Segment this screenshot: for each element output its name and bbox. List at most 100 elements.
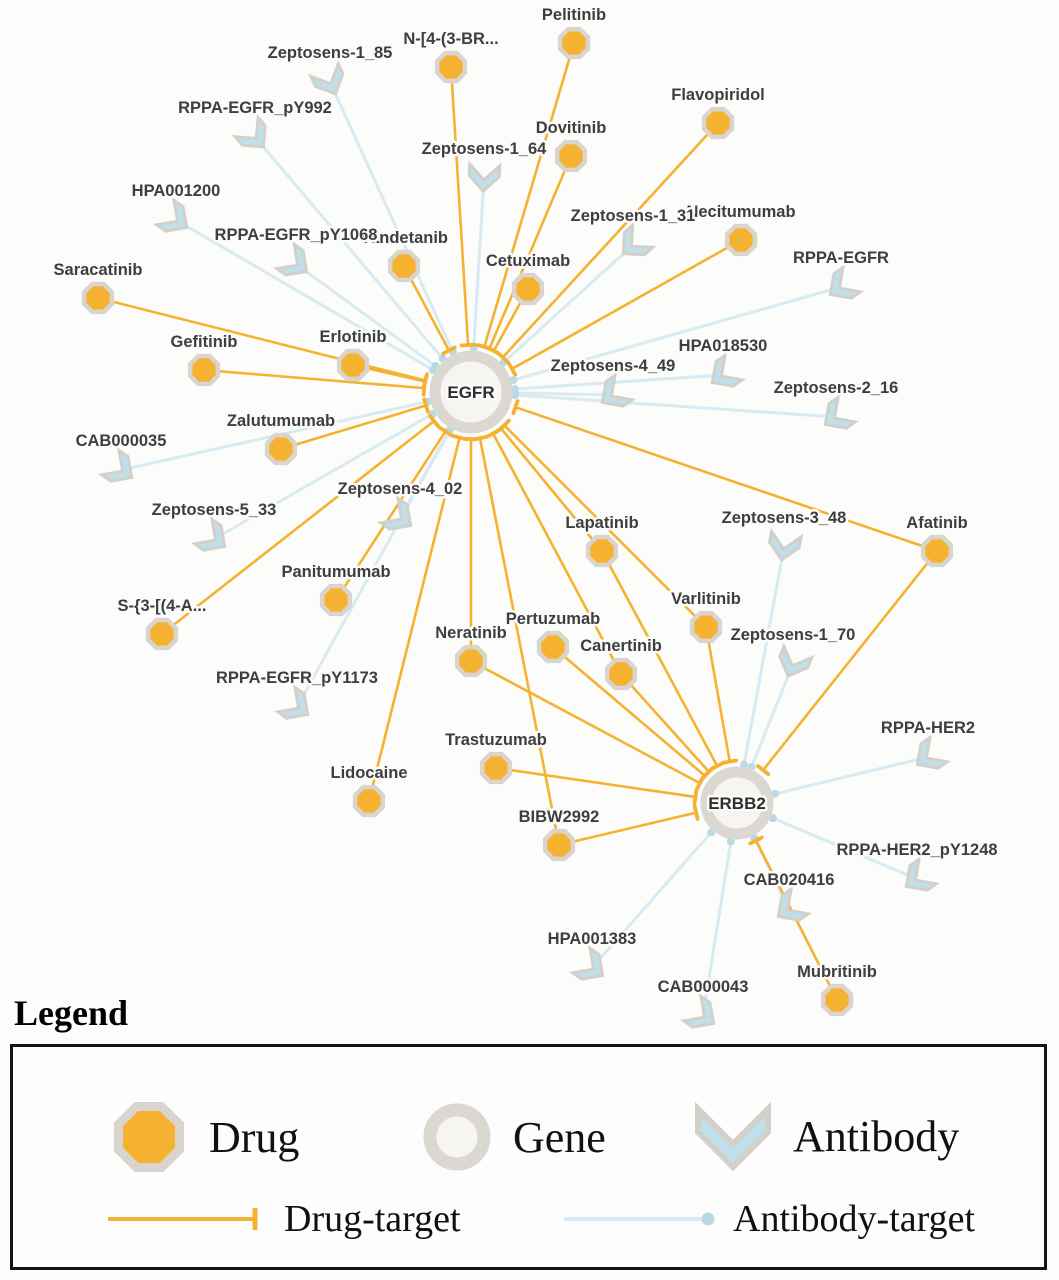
drug-octagon [319, 583, 353, 617]
antibody-node-rppa-egfr[interactable] [822, 263, 865, 306]
drug-edge-tee [471, 434, 489, 442]
gene-node-ERBB2[interactable] [700, 766, 774, 840]
antibody-chevron [621, 221, 657, 257]
antibody-target-edge [774, 755, 929, 796]
drug-node-s3a[interactable] [145, 617, 179, 651]
drug-label: Erlotinib [320, 328, 387, 346]
antibody-label: RPPA-EGFR_pY992 [178, 99, 332, 117]
antibody-target-edge [295, 429, 452, 708]
antibody-node-hpa001383[interactable] [568, 944, 612, 987]
drug-label: Gefitinib [171, 333, 238, 351]
node-layer [81, 26, 954, 1035]
antibody-label: RPPA-EGFR_pY1068 [215, 226, 378, 244]
drug-node-pelitinib[interactable] [557, 26, 591, 60]
antibody-label: HPA018530 [679, 337, 768, 355]
drug-target-edge [491, 432, 623, 675]
drug-edge-tee [511, 399, 520, 416]
antibody-node-cab020416[interactable] [770, 885, 813, 928]
drug-label: Pertuzumab [506, 610, 600, 628]
network-canvas[interactable]: EGFRERBB2PelitinibN-[4-(3-BR...Flavopiri… [0, 0, 1059, 1040]
drug-target-edge [97, 296, 426, 382]
drug-node-neratinib[interactable] [454, 644, 488, 678]
drug-node-necitumumab[interactable] [724, 223, 758, 257]
drug-node-canertinib[interactable] [604, 657, 638, 691]
drug-node-mubritinib[interactable] [820, 983, 854, 1017]
antibody-label: Zeptosens-1_31 [571, 207, 696, 225]
drug-target-edge [511, 238, 742, 371]
antibody-target-edge [472, 177, 486, 349]
drug-node-lidocaine[interactable] [352, 784, 386, 818]
legend-antibody-label: Antibody [793, 1111, 960, 1161]
drug-label: Afatinib [906, 514, 967, 532]
antibody-node-zeptosens-3_48[interactable] [767, 527, 804, 563]
drug-node-cetuximab[interactable] [511, 272, 545, 306]
antibody-chevron [778, 642, 815, 679]
antibody-label: RPPA-EGFR_pY1173 [216, 669, 378, 687]
antibody-label: Zeptosens-1_70 [731, 626, 856, 644]
drug-node-dovitinib[interactable] [554, 139, 588, 173]
antibody-target-edge [295, 262, 437, 368]
drug-node-trastuzumab[interactable] [479, 751, 513, 785]
drug-node-bibw2992[interactable] [542, 828, 576, 862]
antibody-chevron [272, 240, 309, 277]
antibody-node-zeptosens-1_85[interactable] [308, 60, 349, 100]
antibody-node-rppa-egfr_py1173[interactable] [273, 683, 317, 726]
antibody-chevron [190, 515, 227, 552]
antibody-node-hpa001200[interactable] [152, 196, 196, 239]
drug-octagon [724, 223, 758, 257]
drug-target-edge [501, 122, 719, 359]
antibody-node-zeptosens-1_31[interactable] [613, 221, 657, 265]
drug-label: S-{3-[(4-A... [118, 597, 207, 615]
antibody-label: Zeptosens-3_48 [722, 509, 847, 527]
drug-node-zalutumumab[interactable] [264, 432, 298, 466]
drug-octagon [145, 617, 179, 651]
drug-node-panitumumab[interactable] [319, 583, 353, 617]
drug-node-vandetanib[interactable] [387, 249, 421, 283]
drug-octagon [536, 630, 570, 664]
drug-node-erlotinib[interactable] [336, 348, 370, 382]
drug-node-gefitinib[interactable] [187, 353, 221, 387]
drug-edge-tee [422, 397, 430, 414]
drug-octagon [820, 983, 854, 1017]
antibody-node-rppa-egfr_py992[interactable] [231, 113, 275, 156]
gene-node-EGFR[interactable] [429, 350, 513, 434]
antibody-node-zeptosens-5_33[interactable] [190, 515, 234, 558]
drug-target-edge [334, 430, 447, 601]
antibody-node-zeptosens-1_64[interactable] [467, 160, 502, 194]
drug-octagon [920, 534, 954, 568]
antibody-node-cab000043[interactable] [679, 992, 723, 1035]
drug-node-varlitinib[interactable] [689, 610, 723, 644]
antibody-label: HPA001383 [548, 930, 637, 948]
antibody-node-zeptosens-1_70[interactable] [774, 642, 815, 681]
antibody-node-hpa018530[interactable] [704, 351, 747, 394]
drug-octagon [434, 50, 468, 84]
antibody-node-zeptosens-4_02[interactable] [376, 494, 420, 537]
legend-drug-target-label: Drug-target [284, 1198, 461, 1240]
antibody-target-edge [175, 218, 434, 372]
antibody-node-zeptosens-4_49[interactable] [594, 371, 637, 414]
label-layer: EGFRERBB2PelitinibN-[4-(3-BR...Flavopiri… [51, 4, 1000, 999]
antibody-node-cab000035[interactable] [97, 446, 141, 489]
antibody-chevron [828, 263, 865, 300]
drug-label: Zalutumumab [227, 412, 335, 430]
drug-node-flavopiridol[interactable] [701, 106, 735, 140]
antibody-node-rppa-her2_py1248[interactable] [898, 855, 941, 898]
antibody-node-rppa-her2[interactable] [909, 733, 952, 776]
antibody-node-rppa-egfr_py1068[interactable] [272, 240, 316, 284]
antibody-chevron [710, 351, 747, 388]
antibody-edge-dot [740, 760, 749, 769]
drug-edge-tee [485, 428, 501, 439]
drug-node-pertuzumab[interactable] [536, 630, 570, 664]
antibody-node-zeptosens-2_16[interactable] [817, 393, 860, 436]
drug-target-edge [503, 424, 707, 628]
antibody-chevron [568, 944, 605, 981]
drug-node-nbr[interactable] [434, 50, 468, 84]
gene-icon [423, 1103, 491, 1171]
antibody-label: Zeptosens-1_64 [422, 140, 548, 158]
drug-node-lapatinib[interactable] [585, 534, 619, 568]
drug-node-afatinib[interactable] [920, 534, 954, 568]
drug-node-saracatinib[interactable] [81, 281, 115, 315]
antibody-label: Zeptosens-4_49 [551, 357, 676, 375]
antibody-chevron [273, 683, 310, 720]
